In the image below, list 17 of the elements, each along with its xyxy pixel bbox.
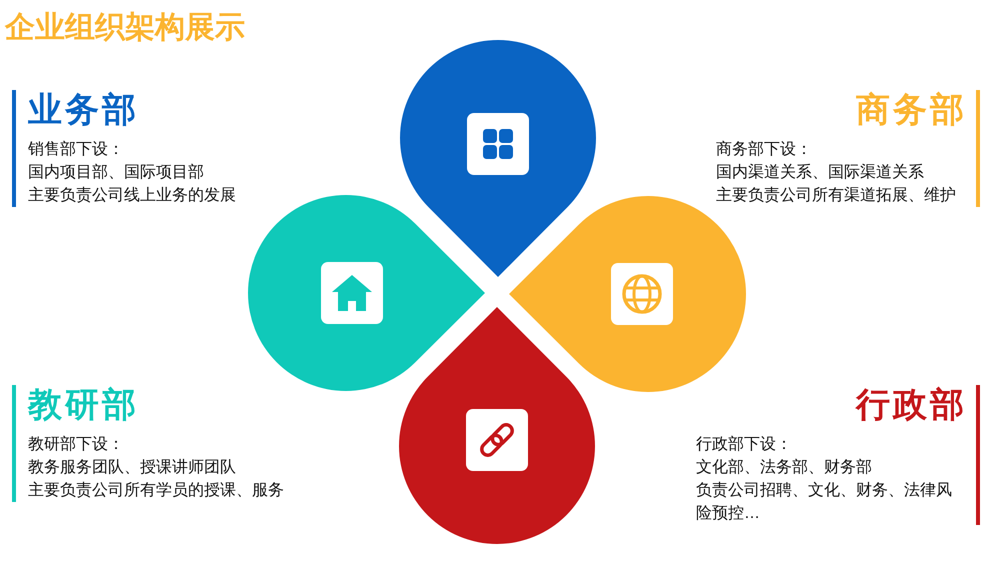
body-text: 文化部、法务部、财务部 [696,458,872,478]
department-heading: 行政部 [856,385,967,425]
body-text: 主要负责公司线上业务的发展 [28,186,236,206]
department-heading: 商务部 [856,90,967,130]
department-heading: 业务部 [28,90,139,130]
body-text: 国内项目部、国际项目部 [28,162,204,183]
body-text: 主要负责公司所有渠道拓展、维护 [716,186,956,206]
body-text: 主要负责公司所有学员的授课、服务 [28,480,284,501]
body-text: 负责公司招聘、文化、财务、法律风险预控… [696,480,953,524]
body-text: 行政部下设： [696,434,792,455]
body-text: 销售部下设： [28,140,124,160]
page-title: 企业组织架构展示 [5,10,245,46]
body-text: 国内渠道关系、国际渠道关系 [716,162,924,183]
department-heading: 教研部 [28,385,139,425]
body-text: 商务部下设： [716,140,812,160]
body-text: 教研部下设： [28,434,124,455]
body-text: 教务服务团队、授课讲师团队 [28,458,236,478]
